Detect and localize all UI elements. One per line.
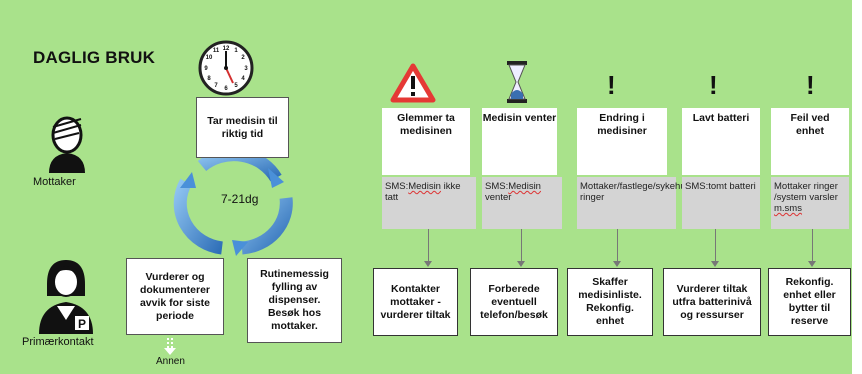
exclamation-icon: !: [806, 70, 815, 100]
connector-line: [428, 229, 429, 263]
connector-arrow: [711, 261, 719, 267]
svg-text:8: 8: [207, 76, 211, 82]
svg-text:2: 2: [241, 55, 245, 61]
notification-forgot: SMS:Medisin ikke tatt: [382, 177, 476, 229]
page-title: DAGLIG BRUK: [33, 48, 156, 67]
connector-line: [715, 229, 716, 263]
connector-arrow: [808, 261, 816, 267]
event-device-error: Feil ved enhet: [771, 108, 849, 175]
svg-text:12: 12: [223, 46, 230, 52]
notification-device-error: Mottaker ringer /system varsler m.sms: [771, 177, 849, 229]
svg-text:9: 9: [204, 66, 208, 72]
svg-text:1: 1: [234, 48, 238, 54]
connector-arrow: [517, 261, 525, 267]
exclamation-icon: !: [709, 70, 718, 100]
step-refill-dispenser: Rutinemessig fylling av dispenser. Besøk…: [247, 258, 342, 343]
event-medication-change: Endring i medisiner: [577, 108, 667, 175]
action-get-medicine-list: Skaffer medisinliste. Rekonfig. enhet: [567, 268, 653, 336]
event-low-battery: Lavt batteri: [682, 108, 760, 175]
connector-line: [521, 229, 522, 263]
event-medicine-waiting: Medisin venter: [482, 108, 557, 175]
cycle-duration: 7-21dg: [221, 192, 259, 206]
connector-arrow: [613, 261, 621, 267]
action-contact-receiver: Kontakter mottaker - vurderer tiltak: [373, 268, 458, 336]
warning-icon: [390, 63, 436, 103]
step-assess-deviations: Vurderer og dokumenterer avvik for siste…: [126, 258, 224, 335]
step-take-medicine: Tar medisin til riktig tid: [196, 97, 289, 158]
hourglass-icon: [507, 61, 527, 103]
connector-line: [617, 229, 618, 263]
connector-line: [812, 229, 813, 263]
down-arrow-icon: [164, 338, 176, 355]
notification-waiting: SMS:Medisin venter: [482, 177, 562, 229]
svg-text:7: 7: [214, 83, 218, 89]
event-forgot-medicine: Glemmer ta medisinen: [382, 108, 470, 175]
svg-text:5: 5: [234, 83, 238, 89]
notification-battery: SMS:tomt batteri: [682, 177, 760, 229]
action-assess-battery: Vurderer tiltak utfra batterinivå og res…: [663, 268, 761, 336]
notification-change: Mottaker/fastlege/sykehus ringer: [577, 177, 690, 229]
svg-text:P: P: [78, 317, 86, 331]
other-label: Annen: [156, 356, 185, 367]
primary-contact-label: Primærkontakt: [22, 336, 94, 348]
svg-text:6: 6: [224, 86, 228, 92]
action-reconfigure-device: Rekonfig. enhet eller bytter til reserve: [768, 268, 851, 336]
action-prepare-contact: Forberede eventuell telefon/besøk: [470, 268, 558, 336]
svg-text:10: 10: [206, 55, 213, 61]
exclamation-icon: !: [607, 70, 616, 100]
svg-text:4: 4: [241, 76, 245, 82]
receiver-label: Mottaker: [33, 176, 76, 188]
nurse-icon: P: [39, 260, 93, 334]
connector-arrow: [424, 261, 432, 267]
svg-text:3: 3: [244, 66, 248, 72]
svg-text:11: 11: [213, 48, 220, 54]
patient-icon: [49, 116, 85, 173]
